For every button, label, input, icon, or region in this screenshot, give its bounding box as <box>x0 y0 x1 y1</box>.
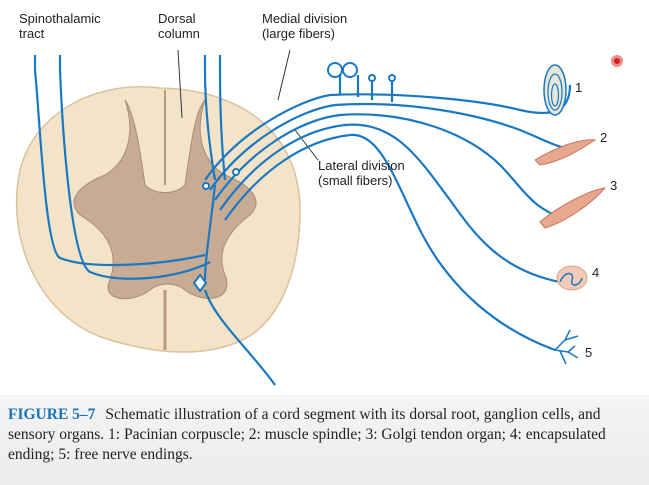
muscle-spindle <box>534 139 597 166</box>
lateral-division-pointer <box>294 129 319 161</box>
medial-division-label: Medial division (large fibers) <box>262 11 347 41</box>
organ-number-2: 2 <box>600 130 608 145</box>
medial-division-label-line-2: (large fibers) <box>262 26 335 41</box>
ganglion-cell <box>388 74 396 82</box>
dorsal-root-fibers <box>203 75 576 386</box>
fiber-to-organ-3 <box>214 113 556 217</box>
organ-number-5: 5 <box>585 345 593 360</box>
dorsal-column-label-line-2: column <box>158 26 200 41</box>
ganglion-cell <box>368 74 376 82</box>
pacinian-corpuscle <box>543 64 567 116</box>
spinothalamic-label-line-2: tract <box>19 26 45 41</box>
cord-segment-diagram <box>15 49 607 386</box>
encapsulated-ending <box>556 265 588 291</box>
medial-division-label-line-1: Medial division <box>262 11 348 26</box>
descending-collateral <box>203 184 217 281</box>
fiber-to-organ-2 <box>209 102 576 191</box>
free-nerve-endings <box>554 329 579 365</box>
figure-label: FIGURE 5–7 <box>8 406 96 423</box>
spinothalamic-fiber <box>33 55 206 267</box>
lateral-division-label-line-1: Lateral division <box>318 158 405 173</box>
spinothalamic-label: Spinothalamic tract <box>19 11 101 41</box>
medial-division-pointer <box>277 49 291 101</box>
ganglion-cell <box>327 62 343 78</box>
organ-number-3: 3 <box>610 178 618 193</box>
fiber-to-organ-5 <box>224 133 556 352</box>
lateral-division-label: Lateral division (small fibers) <box>318 158 405 188</box>
ganglion-cell <box>202 182 210 190</box>
cursor-indicator <box>611 55 623 67</box>
spinothalamic-fiber-2 <box>58 55 211 280</box>
ventral-horn-cell <box>192 273 208 293</box>
ganglion-cells <box>192 62 396 293</box>
organ-number-1: 1 <box>575 80 583 95</box>
organ-number-4: 4 <box>592 265 600 280</box>
ventral-fiber <box>203 289 276 386</box>
fiber-to-organ-4 <box>219 123 561 284</box>
ascending-fibers <box>33 55 227 280</box>
dorsal-column-pointer <box>177 49 183 119</box>
ganglion-cell <box>342 62 358 78</box>
dorsal-column-label-line-1: Dorsal <box>158 11 196 26</box>
golgi-tendon-organ <box>539 187 607 229</box>
dorsal-column-label: Dorsal column <box>158 11 200 41</box>
spinal-cord-gray-matter <box>73 99 257 300</box>
ganglion-cell <box>232 168 240 176</box>
caption-background <box>0 395 649 485</box>
spinothalamic-label-line-1: Spinothalamic <box>19 11 101 26</box>
caption-text: Schematic illustration of a cord segment… <box>8 406 606 463</box>
dorsal-column-fiber-2 <box>218 55 227 181</box>
lateral-division-label-line-2: (small fibers) <box>318 173 393 188</box>
fiber-to-organ-1 <box>204 84 572 181</box>
